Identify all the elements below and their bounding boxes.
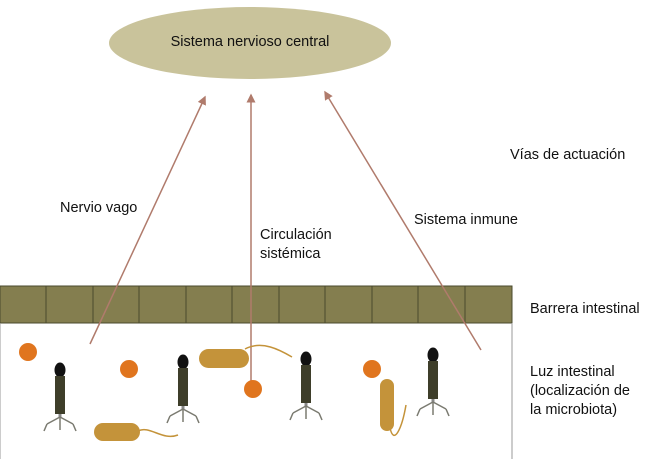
phage-icon (416, 346, 450, 417)
bacillus-icon (380, 379, 407, 436)
phage-icon (289, 350, 323, 421)
coccus-icon (19, 343, 37, 361)
intestinal-barrier (0, 285, 513, 324)
coccus-icon (120, 360, 138, 378)
systemic-circulation-line2: sistémica (260, 246, 321, 262)
lumen-label: Luz intestinal (localización de la micro… (530, 363, 630, 420)
cns-label: Sistema nervioso central (170, 34, 330, 50)
lumen-label-line1: Luz intestinal (530, 364, 615, 380)
systemic-circulation-line1: Circulación (260, 227, 332, 243)
phage-icon (166, 353, 200, 424)
bacillus-icon (94, 423, 179, 441)
coccus-icon (363, 360, 381, 378)
immune-system-arrow (324, 90, 482, 351)
vagus-nerve-label: Nervio vago (60, 200, 138, 216)
vagus-nerve-arrow (89, 95, 206, 345)
barrier-label: Barrera intestinal (530, 301, 640, 317)
coccus-icon (244, 380, 262, 398)
lumen-label-line3: la microbiota) (530, 402, 618, 418)
immune-system-label: Sistema inmune (414, 212, 518, 228)
lumen-label-line2: (localización de (530, 383, 630, 399)
systemic-circulation-label: Circulación sistémica (260, 226, 332, 264)
cns-ellipse (109, 7, 391, 79)
pathways-label: Vías de actuación (510, 147, 626, 163)
bacillus-icon (199, 344, 293, 368)
phage-icon (43, 361, 77, 432)
